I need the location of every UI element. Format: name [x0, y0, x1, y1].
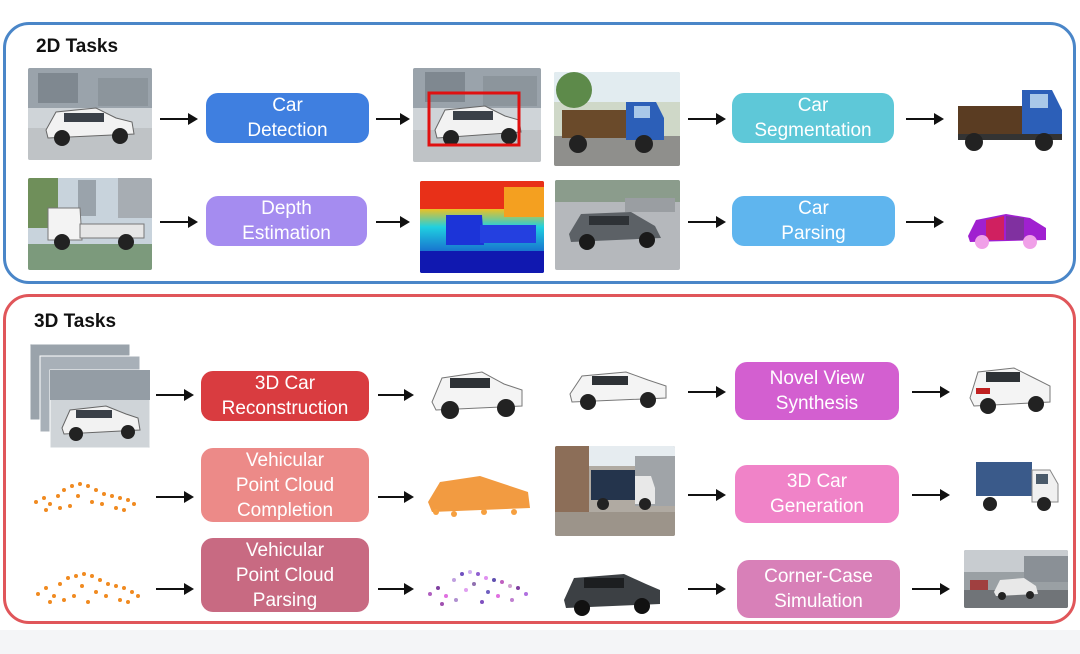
arrow — [912, 583, 950, 595]
panel-3d-tasks: 3D Tasks — [3, 294, 1076, 624]
output-detection-bbox — [413, 68, 541, 162]
arrow — [156, 491, 194, 503]
arrow — [912, 489, 950, 501]
section-title-3d: 3D Tasks — [34, 311, 117, 332]
arrow — [156, 389, 194, 401]
arrow — [688, 489, 726, 501]
output-parsed-car — [964, 208, 1050, 252]
task-label-line: Point Cloud — [235, 564, 335, 586]
output-reconstructed-suv — [428, 362, 526, 424]
input-photo-white-pickup — [28, 178, 152, 270]
input-photo-cargo-truck — [555, 446, 675, 536]
arrow — [906, 216, 944, 228]
task-label-line: Simulation — [774, 591, 863, 612]
task-label-line: Car — [797, 95, 829, 116]
arrow — [912, 386, 950, 398]
section-title-2d: 2D Tasks — [36, 36, 119, 57]
task-label-line: Vehicular — [245, 449, 325, 471]
arrow — [376, 113, 410, 125]
input-dark-suv — [560, 566, 664, 618]
task-label-line: Novel View — [769, 368, 865, 389]
arrow — [688, 216, 726, 228]
output-completed-point-cloud — [424, 468, 534, 518]
arrow — [906, 113, 944, 125]
arrow — [156, 583, 194, 595]
input-photo-white-suv — [28, 68, 152, 160]
input-multiview-photos — [30, 344, 150, 448]
output-segmented-truck — [952, 80, 1068, 158]
arrow — [378, 389, 414, 401]
input-white-suv — [566, 364, 670, 412]
task-label-line: Car — [798, 198, 829, 219]
output-depth-map — [420, 181, 544, 273]
arrow — [378, 583, 414, 595]
arrow — [688, 386, 726, 398]
panel-2d-tasks: 2D Tasks — [3, 22, 1076, 284]
input-partial-point-cloud — [30, 472, 142, 516]
task-label-line: Depth — [261, 198, 312, 219]
arrow — [376, 216, 410, 228]
task-label-line: Car — [272, 95, 303, 116]
task-label-line: Corner-Case — [764, 566, 873, 587]
task-label-line: Synthesis — [775, 393, 859, 414]
task-label-line: Detection — [247, 120, 328, 141]
input-point-cloud — [32, 566, 144, 610]
bottom-strip — [0, 630, 1080, 654]
task-label-line: Segmentation — [754, 120, 872, 141]
task-label-line: Estimation — [242, 223, 331, 244]
task-label-line: Parsing — [252, 589, 318, 611]
arrow — [688, 113, 726, 125]
task-label-line: 3D Car — [254, 373, 316, 394]
task-label-line: Generation — [769, 496, 864, 517]
task-label-line: Parsing — [781, 223, 846, 244]
arrow — [160, 216, 198, 228]
arrow — [688, 583, 726, 595]
output-generated-truck — [972, 452, 1062, 518]
task-label-line: Point Cloud — [235, 474, 335, 496]
task-label-line: Completion — [236, 499, 334, 521]
output-simulated-scene — [964, 550, 1068, 608]
arrow — [160, 113, 198, 125]
input-photo-grey-sedan — [555, 180, 680, 270]
task-label-line: Vehicular — [245, 539, 325, 561]
task-label-line: Reconstruction — [221, 398, 349, 419]
input-photo-blue-truck — [554, 72, 680, 166]
arrow — [378, 491, 414, 503]
task-label-line: 3D Car — [786, 471, 848, 492]
output-novel-view-suv — [966, 358, 1054, 418]
output-parsed-point-cloud — [422, 560, 534, 612]
